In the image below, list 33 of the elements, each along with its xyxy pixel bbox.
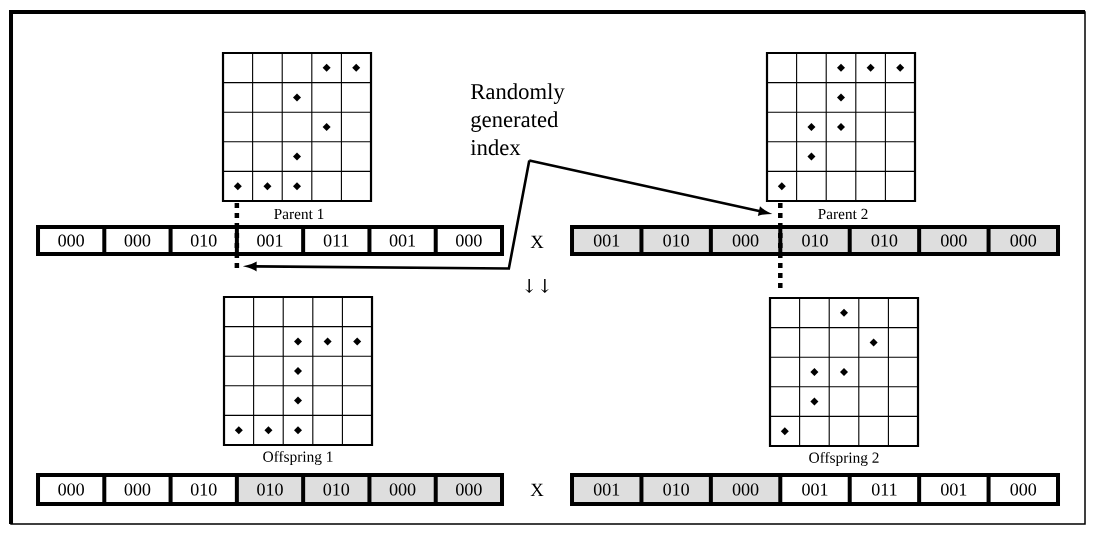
gene-cell: 000	[371, 477, 434, 502]
direction-arrows: ↓↓	[525, 279, 549, 293]
grid-caption: Parent 1	[274, 208, 324, 220]
cross-symbol: X	[530, 235, 544, 249]
grid-caption: Offspring 1	[263, 450, 333, 466]
gene-cell: 010	[851, 229, 918, 252]
gene-cell: 010	[172, 229, 235, 252]
gene-cell: 001	[371, 229, 434, 252]
gene-cell: 000	[712, 229, 779, 252]
gene-cell: 001	[574, 229, 640, 252]
gene-cell: 000	[990, 229, 1056, 252]
gene-cell: 000	[40, 229, 103, 252]
gene-cell: 001	[782, 477, 848, 502]
annotation-text: Randomly generated index	[470, 83, 565, 156]
arrow	[529, 159, 769, 216]
gene-cell: 001	[574, 477, 640, 502]
grid-caption: Parent 2	[818, 208, 868, 220]
gene-cell: 010	[643, 477, 709, 502]
gene-cell: 000	[921, 229, 987, 252]
gene-cell: 011	[305, 229, 368, 252]
arrow	[246, 160, 531, 271]
gene-cell: 000	[106, 477, 169, 502]
gene-cell: 010	[643, 229, 709, 252]
gene-cell: 001	[238, 229, 302, 252]
gene-cell: 000	[106, 229, 169, 252]
crossover-line	[778, 203, 783, 290]
grid-caption: Offspring 2	[809, 451, 879, 467]
gene-cell: 000	[437, 229, 500, 252]
cross-symbol: X	[530, 483, 544, 497]
gene-cell: 010	[782, 229, 848, 252]
gene-cell: 000	[40, 477, 103, 502]
gene-cell: 010	[305, 477, 368, 502]
gene-cell: 001	[921, 477, 987, 502]
